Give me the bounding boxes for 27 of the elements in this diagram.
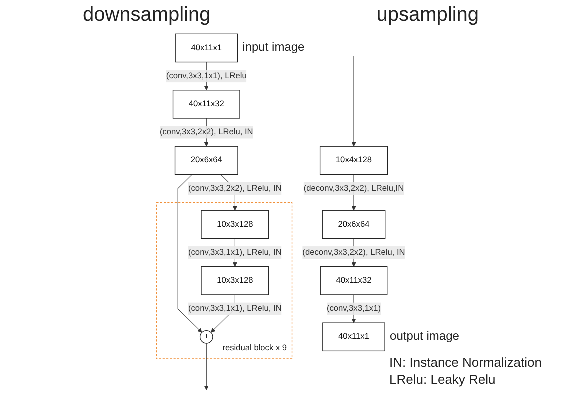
column-heading: upsampling [376, 4, 480, 26]
node-box: 10x3x128 [201, 266, 270, 296]
edge-label: (conv,3x3,2x2), LRelu, IN [160, 128, 254, 137]
node-box: 40x11x32 [320, 266, 388, 296]
node-box: 40x11x1 [322, 322, 386, 352]
abbreviation-note: LRelu: Leaky Relu [390, 372, 497, 387]
edge-label: (deconv,3x3,2x2), LRelu, IN [302, 248, 406, 257]
edge-label: (conv,3x3,1x1), LRelu, IN [188, 304, 282, 314]
node-caption: input image [242, 40, 305, 54]
edge-label: (conv,3x3,1x1), LRelu [166, 72, 247, 80]
node-box: 10x4x128 [320, 146, 388, 176]
node-box: 20x6x64 [322, 210, 386, 240]
node-box: 10x3x128 [201, 210, 270, 240]
node-box: 40x11x1 [175, 34, 238, 63]
arrow [178, 174, 202, 333]
edge-label: (deconv,3x3,2x2), LRelu,IN [304, 184, 404, 193]
edge-label: (conv,3x3,1x1) [326, 304, 381, 314]
node-box: 40x11x32 [172, 90, 240, 119]
arrow [352, 56, 356, 147]
arrow [204, 343, 209, 390]
edge-label: (conv,3x3,1x1), LRelu, IN [188, 248, 282, 257]
node-box: 20x6x64 [174, 146, 238, 176]
node-caption: output image [390, 329, 460, 344]
edge-label: (conv,3x3,2x2), LRelu, IN [188, 184, 282, 193]
column-heading: downsampling [82, 4, 211, 26]
node-circle: + [200, 330, 214, 344]
abbreviation-note: IN: Instance Normalization [390, 355, 542, 370]
